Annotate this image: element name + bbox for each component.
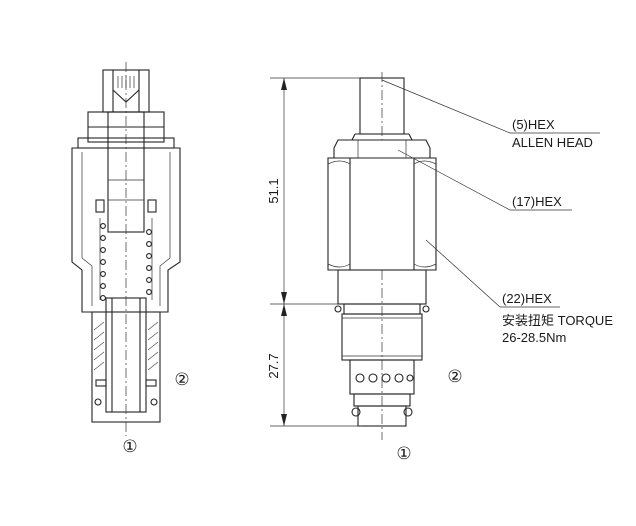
- section-view: [71, 62, 181, 436]
- callout-hex17: (17)HEX: [512, 194, 562, 209]
- callout-hex22: (22)HEX: [502, 291, 552, 306]
- spring: [99, 218, 153, 301]
- callout-torque-label: 安装扭矩 TORQUE: [502, 313, 613, 328]
- dimension-upper: 51.1: [266, 178, 281, 203]
- right-port-2-label: ②: [447, 367, 462, 386]
- callout-torque-value: 26-28.5Nm: [502, 330, 566, 345]
- callout-allen-head: ALLEN HEAD: [512, 135, 593, 150]
- dimension-lines: [270, 77, 362, 427]
- dimension-lower: 27.7: [266, 353, 281, 378]
- callout-hex5: (5)HEX: [512, 117, 555, 132]
- right-port-1-label: ①: [396, 444, 411, 463]
- left-port-2-label: ②: [174, 370, 189, 389]
- left-port-1-label: ①: [122, 437, 137, 456]
- leader-lines: [381, 79, 600, 308]
- exterior-view: [327, 72, 437, 440]
